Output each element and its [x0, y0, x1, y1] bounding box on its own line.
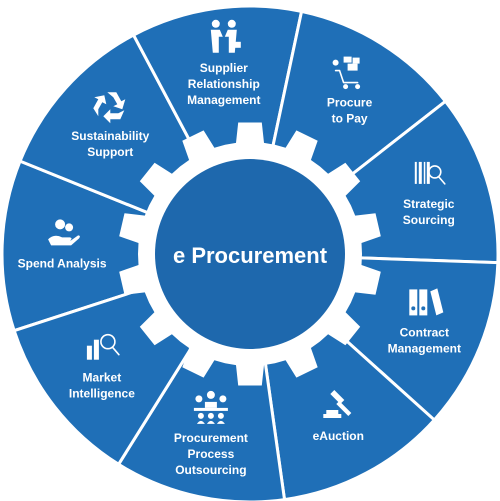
segment-label-line: Procure: [327, 96, 373, 110]
segment-label-line: Management: [187, 93, 260, 107]
segment-label-line: Sourcing: [403, 213, 455, 227]
segment-label-line: Process: [188, 447, 235, 461]
segment-label-line: Spend Analysis: [18, 256, 107, 270]
segment-money-hand: [0, 159, 255, 333]
segment-label: Procure to Pay: [327, 96, 373, 126]
segment-label-line: Sustainability: [71, 129, 149, 143]
center-title: e Procurement: [173, 243, 328, 268]
gavel-icon: [323, 390, 352, 418]
segment-label-line: Support: [87, 145, 133, 159]
center-hub: [155, 159, 345, 349]
segment-label-line: Procurement: [174, 431, 248, 445]
segment-label: eAuction: [313, 429, 364, 443]
segment-label-line: to Pay: [332, 112, 368, 126]
segment-label-line: Supplier: [200, 61, 248, 75]
chart-search-icon: [86, 333, 120, 360]
segment-label-line: Management: [388, 341, 461, 355]
money-hand-icon: [48, 219, 80, 246]
segment-label-line: Contract: [400, 325, 449, 339]
segment-label-line: Strategic: [403, 197, 455, 211]
cart-icon: [332, 56, 361, 90]
segment-label-line: Outsourcing: [175, 463, 246, 477]
barcode-search-icon: [414, 161, 446, 185]
segment-label-line: eAuction: [313, 429, 364, 443]
binders-icon: [409, 288, 444, 316]
recycle-icon: [93, 92, 126, 124]
segment-label-line: Intelligence: [69, 387, 135, 401]
segment-label-line: Market: [83, 371, 122, 385]
team-icon: [193, 390, 228, 424]
segment-label-line: Relationship: [188, 77, 260, 91]
handshake-icon: [210, 19, 241, 53]
segment-label: Spend Analysis: [18, 256, 107, 270]
